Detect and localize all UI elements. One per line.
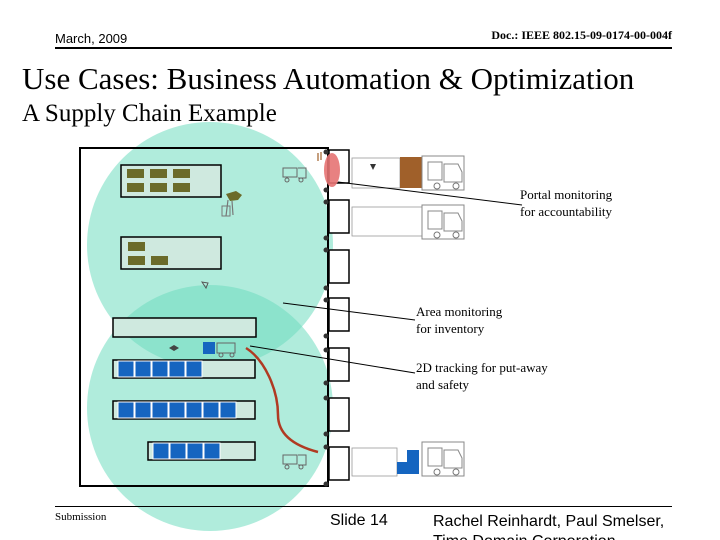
tag-icon xyxy=(200,281,209,290)
pallet-group xyxy=(117,360,203,378)
portal-callout-line xyxy=(337,181,523,206)
portal-callout: Portal monitoring for accountability xyxy=(520,186,612,220)
warehouse-outline xyxy=(79,147,329,487)
tag-icon xyxy=(370,164,376,170)
callout-line-2: and safety xyxy=(416,377,470,392)
area-callout: Area monitoring for inventory xyxy=(416,303,502,337)
truck-upper xyxy=(351,155,465,191)
dock-door xyxy=(328,199,350,234)
dock-door xyxy=(328,347,350,382)
door-sensors xyxy=(323,149,329,487)
area-callout-line xyxy=(282,302,416,321)
pallet-group xyxy=(128,242,168,265)
slide-title: Use Cases: Business Automation & Optimiz… xyxy=(22,61,635,96)
pallet-group xyxy=(117,401,237,419)
callout-line-2: for inventory xyxy=(416,321,485,336)
pallet-group xyxy=(152,442,221,460)
header-date: March, 2009 xyxy=(55,31,128,46)
callout-line-1: Area monitoring xyxy=(416,304,503,319)
tag-icon xyxy=(169,345,179,351)
footer-submission: Submission xyxy=(55,511,107,523)
forklift-icon xyxy=(203,342,236,358)
tag-icon xyxy=(317,152,322,161)
forklift-icon xyxy=(282,454,307,470)
storage-rack xyxy=(112,317,257,338)
header-doc-id: Doc.: IEEE 802.15-09-0174-00-004f xyxy=(491,28,672,42)
slide-subtitle: A Supply Chain Example xyxy=(22,100,277,127)
dock-door xyxy=(328,446,350,481)
tracking-callout: 2D tracking for put-away and safety xyxy=(416,359,548,393)
footer-slide-number: Slide 14 xyxy=(330,512,388,529)
footer-authors-line-1: Rachel Reinhardt, Paul Smelser, xyxy=(433,513,665,530)
truck-middle xyxy=(351,204,465,240)
footer-authors: Rachel Reinhardt, Paul Smelser, Time Dom… xyxy=(433,512,720,540)
forklift-icon xyxy=(282,167,307,183)
portal-marker xyxy=(324,153,340,187)
worker-icon xyxy=(221,191,242,217)
dock-door xyxy=(328,249,350,284)
dock-doors xyxy=(328,149,350,481)
callout-line-1: 2D tracking for put-away xyxy=(416,360,548,375)
dock-door xyxy=(328,397,350,432)
truck-lower xyxy=(351,441,465,477)
tracking-callout-line xyxy=(249,345,416,374)
dock-door xyxy=(328,297,350,332)
footer-authors-line-2: Time Domain Corporation xyxy=(433,532,720,540)
callout-line-1: Portal monitoring xyxy=(520,187,613,202)
header-rule xyxy=(55,47,672,49)
pallet-group xyxy=(127,169,190,192)
tracking-path xyxy=(245,346,319,454)
callout-line-2: for accountability xyxy=(520,204,613,219)
footer-rule xyxy=(55,506,672,507)
